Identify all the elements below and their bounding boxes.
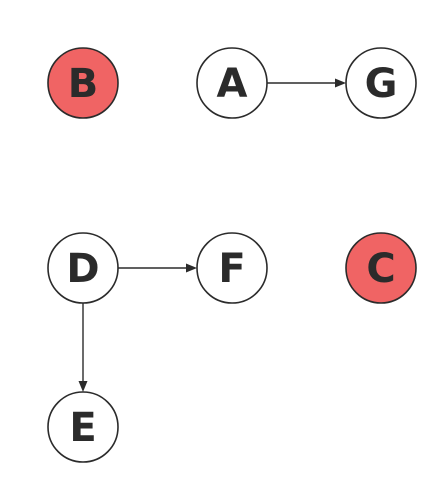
node-label: A	[217, 61, 248, 107]
nodes-layer: B A G D F C E	[47, 47, 417, 463]
node-circle	[47, 47, 119, 119]
edge-a-g	[267, 78, 346, 88]
node-circle	[196, 232, 268, 304]
edges-layer	[78, 78, 346, 392]
node-g: G	[345, 47, 417, 119]
node-circle	[47, 391, 119, 463]
node-label: B	[68, 61, 99, 107]
node-label: E	[69, 405, 96, 451]
node-circle	[196, 47, 268, 119]
node-circle	[345, 47, 417, 119]
node-c: C	[345, 232, 417, 304]
edge-d-e	[78, 303, 88, 392]
node-label: C	[366, 246, 395, 292]
node-circle	[47, 232, 119, 304]
arrow-head-icon	[78, 381, 88, 392]
node-label: F	[218, 246, 245, 292]
node-circle	[345, 232, 417, 304]
arrow-head-icon	[335, 78, 346, 88]
node-b: B	[47, 47, 119, 119]
arrow-head-icon	[186, 263, 197, 273]
node-label: G	[365, 61, 398, 107]
node-f: F	[196, 232, 268, 304]
node-d: D	[47, 232, 119, 304]
node-e: E	[47, 391, 119, 463]
node-a: A	[196, 47, 268, 119]
edge-d-f	[118, 263, 197, 273]
node-label: D	[66, 246, 99, 292]
